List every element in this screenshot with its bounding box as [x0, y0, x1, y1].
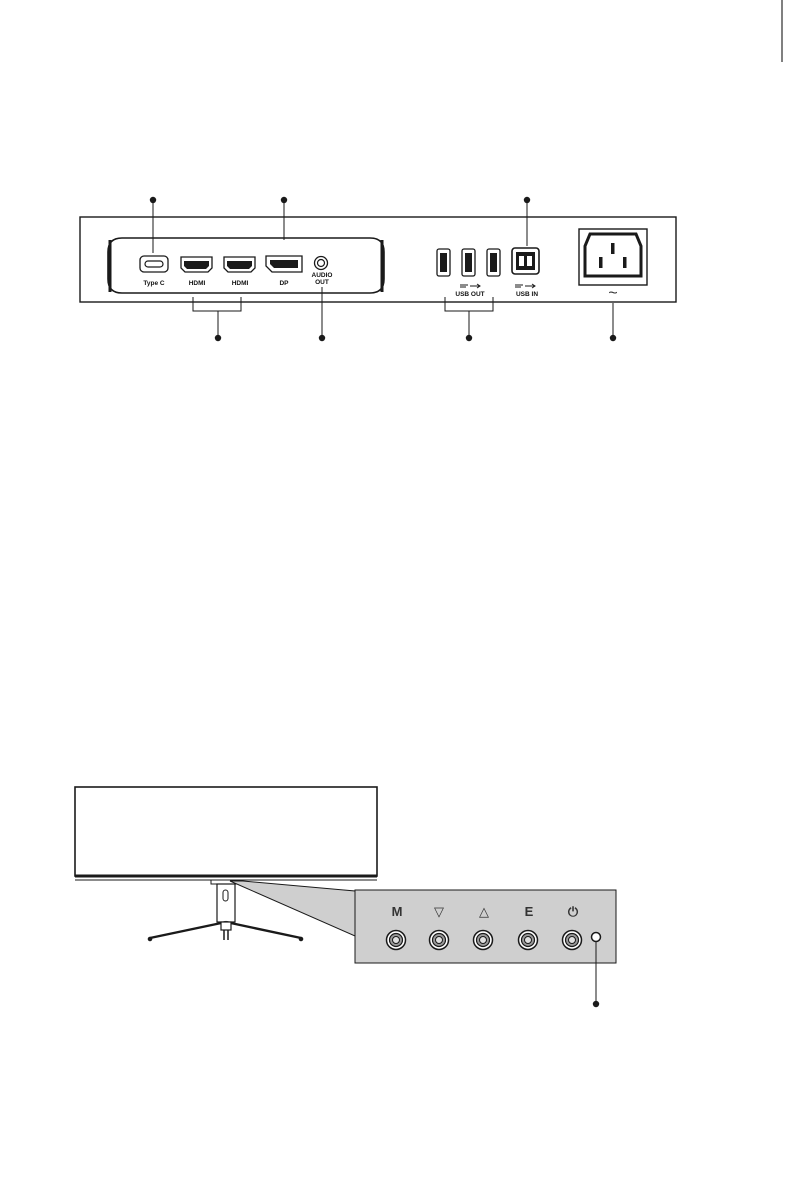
usb-in-port: USB IN — [512, 248, 539, 298]
audio-out-label-line2: OUT — [315, 279, 329, 286]
monitor-front-view — [75, 787, 377, 941]
dp-label: DP — [279, 280, 289, 287]
power-symbol: ⏻ — [568, 904, 579, 919]
button-panel: M ▽ △ E ⏻ — [355, 890, 616, 1007]
usb-out-label: USB OUT — [455, 291, 484, 298]
exit-button[interactable] — [519, 931, 538, 950]
hdmi-1-label: HDMI — [189, 280, 206, 287]
menu-symbol: M — [392, 904, 403, 919]
up-symbol: △ — [479, 904, 489, 919]
exit-symbol: E — [525, 904, 534, 919]
hdmi-2-label: HDMI — [232, 280, 249, 287]
ac-symbol: ~ — [608, 285, 617, 302]
type-c-port: Type C — [140, 256, 168, 287]
usb-in-label: USB IN — [516, 291, 538, 298]
down-symbol: ▽ — [434, 904, 444, 919]
audio-out-label-line1: AUDIO — [312, 272, 333, 279]
button-panel-background — [355, 890, 616, 963]
down-button[interactable] — [430, 931, 449, 950]
menu-button[interactable] — [387, 931, 406, 950]
up-button[interactable] — [474, 931, 493, 950]
type-c-label: Type C — [143, 280, 164, 287]
power-button[interactable] — [563, 931, 582, 950]
rear-io-panel: Type C HDMI HDMI DP AUDIO OUT — [80, 197, 676, 341]
monitor-screen — [75, 787, 377, 876]
